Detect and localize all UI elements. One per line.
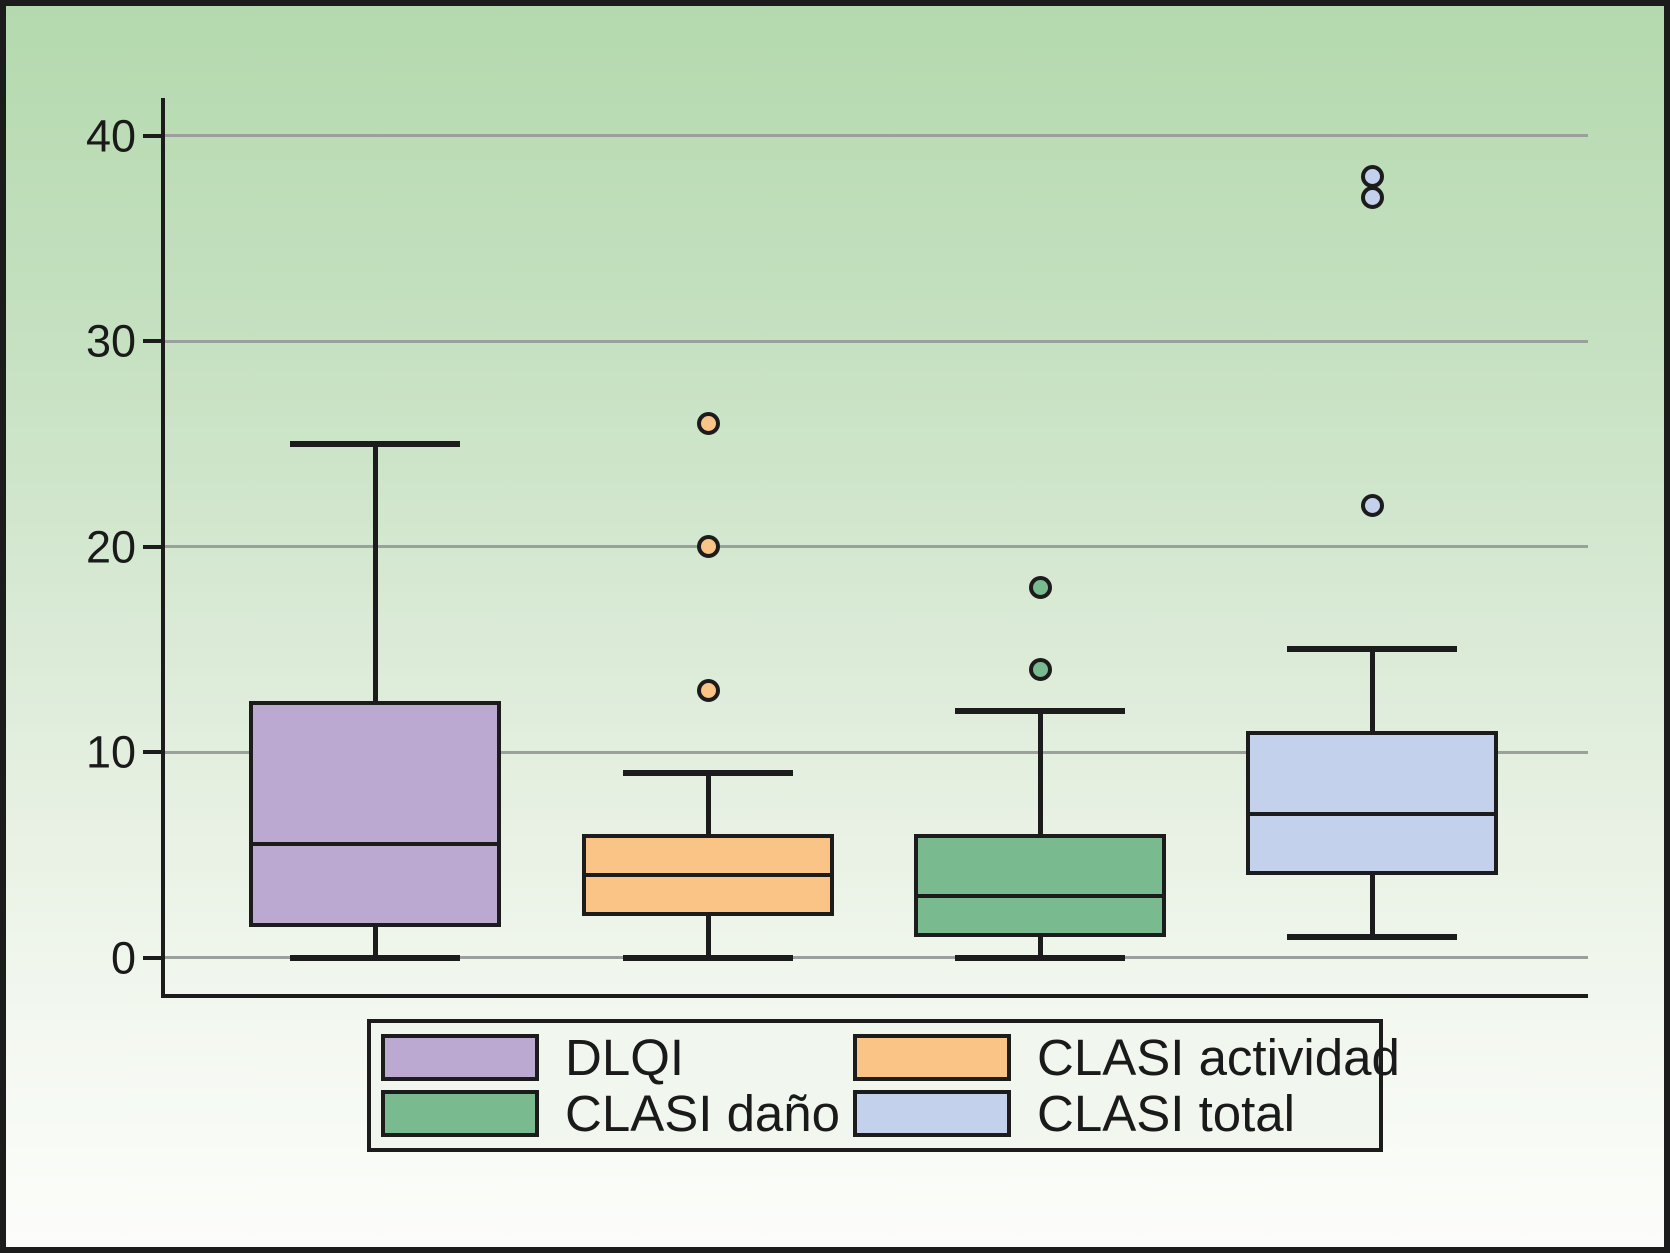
median-line-clasi-dano xyxy=(914,893,1166,898)
box-clasi-total xyxy=(1246,731,1498,876)
box-dlqi xyxy=(249,700,501,927)
legend-swatch-dlqi xyxy=(381,1033,539,1081)
whisker-lower-stem-clasi-dano xyxy=(1037,936,1043,958)
y-tick-label-20: 20 xyxy=(85,521,136,573)
legend-item-clasi-total: CLASI total xyxy=(853,1088,1400,1139)
whisker-cap-bottom-dlqi xyxy=(290,954,460,961)
outlier-point-clasi-actividad-13 xyxy=(696,678,720,702)
whisker-cap-top-clasi-total xyxy=(1287,646,1457,653)
outlier-point-clasi-total-37 xyxy=(1360,185,1384,209)
outlier-point-clasi-actividad-20 xyxy=(696,535,720,559)
y-tick-10 xyxy=(143,750,161,755)
whisker-upper-stem-clasi-dano xyxy=(1037,710,1043,835)
gridline-0 xyxy=(165,956,1588,959)
gridline-40 xyxy=(165,134,1588,138)
legend-swatch-clasi-dano xyxy=(381,1090,539,1138)
whisker-cap-top-dlqi xyxy=(290,440,460,447)
legend-swatch-clasi-actividad xyxy=(853,1033,1011,1081)
y-tick-label-30: 30 xyxy=(85,315,136,367)
whisker-lower-stem-dlqi xyxy=(372,926,378,958)
whisker-cap-top-clasi-dano xyxy=(955,707,1125,714)
y-axis-spine xyxy=(161,98,165,998)
outlier-point-clasi-dano-18 xyxy=(1028,576,1052,600)
whisker-cap-top-clasi-actividad xyxy=(623,769,793,776)
whisker-upper-stem-clasi-total xyxy=(1369,649,1375,732)
legend-item-dlqi: DLQI xyxy=(381,1032,853,1083)
legend-item-clasi-actividad: CLASI actividad xyxy=(853,1032,1400,1083)
whisker-cap-bottom-clasi-dano xyxy=(955,954,1125,961)
whisker-cap-bottom-clasi-actividad xyxy=(623,954,793,961)
legend-label-clasi-dano: CLASI daño xyxy=(565,1085,841,1143)
outlier-point-clasi-total-38 xyxy=(1360,165,1384,189)
whisker-lower-stem-clasi-actividad xyxy=(705,916,711,958)
gridline-30 xyxy=(165,339,1588,343)
outlier-point-clasi-actividad-26 xyxy=(696,411,720,435)
median-line-dlqi xyxy=(249,842,501,847)
outlier-point-clasi-dano-14 xyxy=(1028,658,1052,682)
y-tick-label-10: 10 xyxy=(85,726,136,778)
legend-label-dlqi: DLQI xyxy=(565,1028,685,1086)
legend-label-clasi-actividad: CLASI actividad xyxy=(1037,1028,1400,1086)
y-tick-20 xyxy=(143,544,161,549)
box-clasi-dano xyxy=(914,834,1166,937)
whisker-lower-stem-clasi-total xyxy=(1369,875,1375,937)
y-tick-0 xyxy=(143,955,161,960)
median-line-clasi-actividad xyxy=(582,873,834,878)
whisker-cap-bottom-clasi-total xyxy=(1287,933,1457,940)
y-tick-label-40: 40 xyxy=(85,110,136,162)
y-tick-30 xyxy=(143,339,161,344)
whisker-upper-stem-clasi-actividad xyxy=(705,772,711,835)
gridline-10 xyxy=(165,750,1588,754)
y-tick-label-0: 0 xyxy=(110,932,136,983)
x-axis-spine xyxy=(161,994,1588,998)
legend-swatch-clasi-total xyxy=(853,1090,1011,1138)
y-tick-40 xyxy=(143,133,161,138)
whisker-upper-stem-dlqi xyxy=(372,443,378,701)
median-line-clasi-total xyxy=(1246,811,1498,816)
gridline-20 xyxy=(165,545,1588,549)
legend-item-clasi-dano: CLASI daño xyxy=(381,1088,853,1139)
legend-label-clasi-total: CLASI total xyxy=(1037,1085,1295,1143)
outlier-point-clasi-total-22 xyxy=(1360,493,1384,517)
